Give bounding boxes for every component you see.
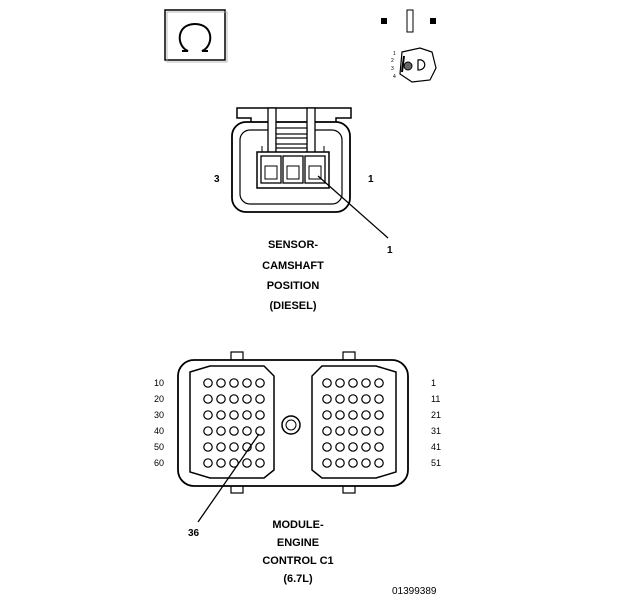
ecm-callout-line	[197, 433, 260, 523]
ecm-pin-cavity	[322, 394, 332, 404]
ecm-pin-cavity	[255, 394, 265, 404]
ecm-caption-line: MODULE-	[272, 519, 324, 531]
sensor-caption-line: POSITION	[267, 280, 320, 292]
ecm-right-row-label: 1	[431, 378, 436, 388]
ecm-pin-cavity	[374, 394, 384, 404]
sensor-caption-line: CAMSHAFT	[262, 260, 324, 272]
ecm-pin-cavity	[348, 426, 358, 436]
ecm-pin-cavity	[348, 394, 358, 404]
ecm-pin-cavity	[374, 410, 384, 420]
key-number: 4	[393, 74, 396, 80]
ecm-left-row-label: 50	[154, 442, 164, 452]
ecm-pin-cavity	[335, 442, 345, 452]
ecm-pin-cavity	[203, 394, 213, 404]
ecm-pin-cavity	[229, 394, 239, 404]
ecm-pin-cavity	[216, 394, 226, 404]
key-number: 2	[391, 58, 394, 64]
ecm-pin-cavity	[255, 410, 265, 420]
ecm-pin-cavity	[322, 442, 332, 452]
sensor-pin-label-left: 3	[214, 174, 220, 185]
ecm-left-row-label: 10	[154, 378, 164, 388]
ecm-caption-line: CONTROL C1	[262, 555, 333, 567]
ecm-pin-cavity	[229, 378, 239, 388]
ecm-pin-cavity	[203, 442, 213, 452]
key-number: 3	[391, 66, 394, 72]
ecm-pin-cavity	[361, 442, 371, 452]
ecm-pin-cavity	[361, 410, 371, 420]
terminal-key-icon: 1 2 3 4	[381, 9, 437, 83]
ecm-pin-cavity	[348, 442, 358, 452]
ecm-pin-cavity	[216, 410, 226, 420]
ecm-pin-cavity	[255, 442, 265, 452]
ecm-right-row-label: 31	[431, 426, 441, 436]
ecm-pin-cavity	[255, 458, 265, 468]
ecm-caption-line: (6.7L)	[283, 573, 313, 585]
ecm-pin-cavity	[361, 426, 371, 436]
ecm-pin-cavity	[255, 426, 265, 436]
right-pin-grid	[322, 378, 384, 468]
ecm-pin-cavity	[348, 410, 358, 420]
ecm-pin-cavity	[242, 378, 252, 388]
ecm-pin-cavity	[255, 378, 265, 388]
ecm-pin-cavity	[374, 458, 384, 468]
ecm-pin-cavity	[335, 458, 345, 468]
ecm-left-row-label: 30	[154, 410, 164, 420]
ecm-pin-cavity	[335, 410, 345, 420]
ecm-right-row-label: 41	[431, 442, 441, 452]
ecm-pin-cavity	[203, 426, 213, 436]
left-pin-grid	[203, 378, 265, 468]
ecm-pin-cavity	[335, 378, 345, 388]
ecm-pin-cavity	[322, 378, 332, 388]
ecm-pin-cavity	[242, 394, 252, 404]
ecm-pin-cavity	[216, 378, 226, 388]
ecm-pin-cavity	[242, 458, 252, 468]
ecm-pin-cavity	[216, 458, 226, 468]
figure-id: 01399389	[392, 586, 437, 597]
ecm-pin-cavity	[203, 378, 213, 388]
ecm-pin-cavity	[216, 426, 226, 436]
key-number: 1	[393, 51, 396, 57]
ecm-pin-cavity	[335, 394, 345, 404]
sensor-caption-line: (DIESEL)	[269, 300, 316, 312]
sensor-callout-label: 1	[387, 245, 393, 256]
ecm-pin-cavity	[322, 426, 332, 436]
ecm-pin-cavity	[229, 442, 239, 452]
ecm-caption-line: ENGINE	[277, 537, 319, 549]
ecm-callout-label: 36	[188, 528, 200, 539]
ecm-pin-cavity	[361, 394, 371, 404]
ecm-pin-cavity	[322, 458, 332, 468]
sensor-caption-line: SENSOR-	[268, 239, 318, 251]
ecm-pin-cavity	[203, 410, 213, 420]
ecm-pin-cavity	[216, 442, 226, 452]
ecm-pin-cavity	[374, 442, 384, 452]
ecm-pin-cavity	[335, 426, 345, 436]
ecm-connector	[177, 351, 409, 494]
ecm-pin-cavity	[203, 458, 213, 468]
ecm-pin-cavity	[374, 426, 384, 436]
ecm-pin-cavity	[322, 410, 332, 420]
ecm-pin-cavity	[361, 458, 371, 468]
ecm-pin-cavity	[242, 426, 252, 436]
sensor-callout-line	[317, 175, 389, 239]
ecm-left-row-label: 20	[154, 394, 164, 404]
ecm-right-row-label: 51	[431, 458, 441, 468]
ecm-pin-cavity	[361, 378, 371, 388]
ecm-left-row-label: 40	[154, 426, 164, 436]
sensor-connector	[231, 107, 352, 213]
ecm-pin-cavity	[348, 378, 358, 388]
connector-view-symbol-icon	[164, 9, 228, 63]
ecm-pin-cavity	[229, 410, 239, 420]
ecm-pin-cavity	[242, 410, 252, 420]
ecm-right-row-label: 11	[431, 394, 440, 404]
ecm-pin-cavity	[374, 378, 384, 388]
ecm-pin-cavity	[229, 426, 239, 436]
ecm-pin-cavity	[348, 458, 358, 468]
ecm-right-row-label: 21	[431, 410, 441, 420]
ecm-left-row-label: 60	[154, 458, 164, 468]
sensor-pin-label-right: 1	[368, 174, 374, 185]
